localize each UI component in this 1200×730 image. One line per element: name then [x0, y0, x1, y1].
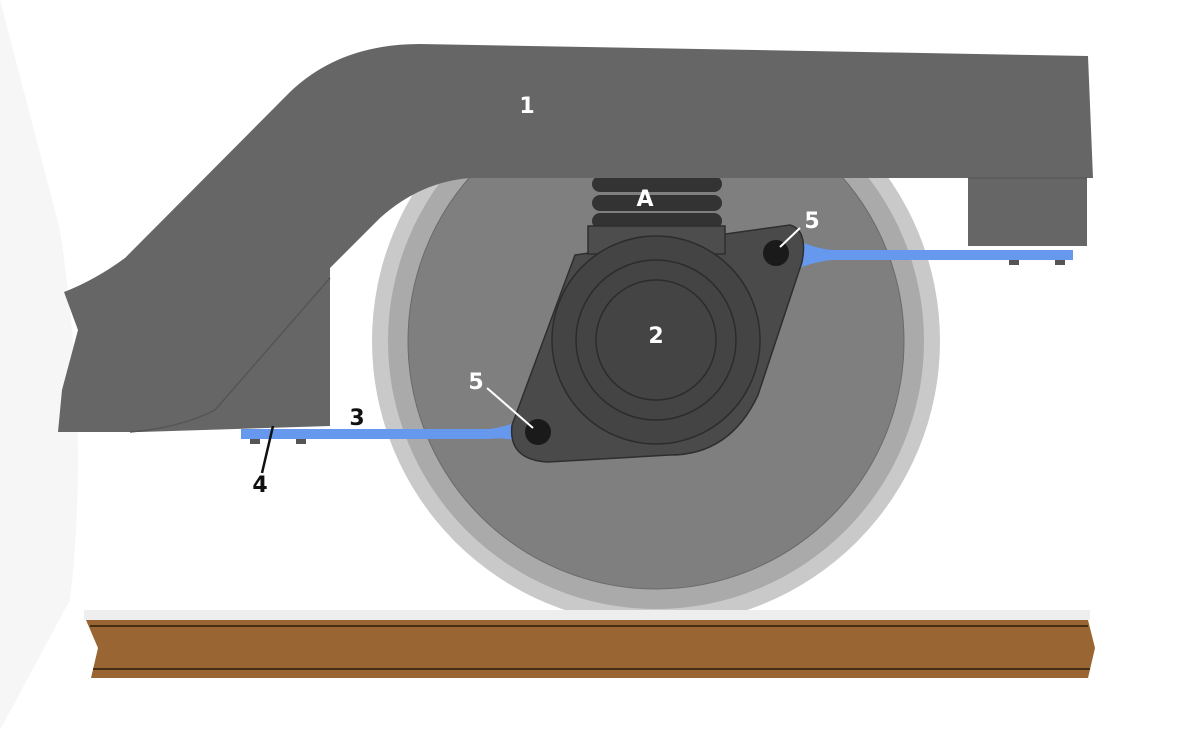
rail [84, 610, 1095, 678]
label-axle-box: 2 [648, 324, 663, 349]
frame-body [58, 44, 1093, 432]
axle-box [510, 224, 805, 463]
axle-box-ring-inner [595, 279, 717, 401]
leashes [241, 234, 1073, 448]
frame-shadow-line [129, 277, 331, 433]
axle-box-ring-middle [575, 259, 737, 421]
spring-coil [592, 176, 722, 192]
label-mount: 4 [252, 473, 267, 498]
axle-box-ring-outer [551, 235, 761, 445]
pointer-lines [260, 227, 801, 474]
mount-bolt [296, 439, 306, 444]
bogie-frame [58, 44, 1093, 433]
label-frame: 1 [519, 94, 534, 119]
rail-top-edge [84, 610, 1090, 620]
mount-bolt [1055, 260, 1065, 265]
pin-right [763, 240, 789, 266]
mount-bolt [250, 439, 260, 444]
leash-left [241, 415, 536, 448]
pointer-mount [260, 425, 275, 474]
leash-right [785, 234, 1073, 274]
pointer-pin-left [486, 387, 534, 429]
label-pin-right: 5 [804, 209, 819, 234]
label-spring: A [636, 187, 653, 212]
mount-bolt [1009, 260, 1019, 265]
label-pin-left: 5 [468, 370, 483, 395]
frame-right-pedestal [968, 176, 1087, 246]
pointer-pin-right [779, 227, 801, 248]
spring-coil [592, 195, 722, 211]
label-leash: 3 [349, 406, 364, 431]
pin-left [525, 419, 551, 445]
spring-coil [592, 213, 722, 229]
spring [592, 176, 722, 229]
background-halo [0, 0, 78, 730]
rail-body [86, 620, 1095, 678]
